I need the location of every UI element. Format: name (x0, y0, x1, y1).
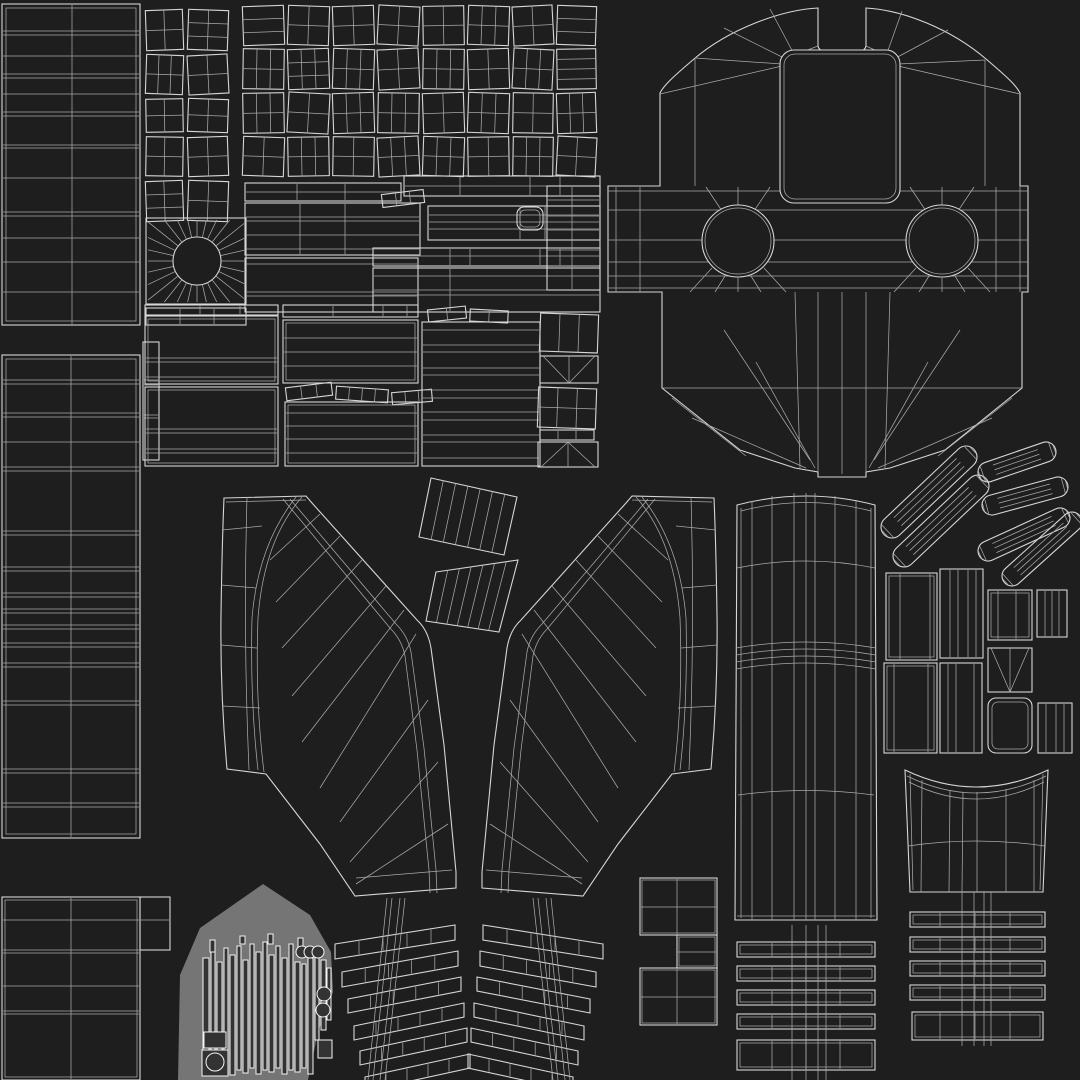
uv-vfan-piece (987, 647, 1033, 693)
uv-grid-strip-mid-left (1, 354, 141, 839)
uv-radial-cap (145, 217, 247, 305)
uv-part-rect (987, 589, 1033, 641)
uv-part-rect (883, 662, 938, 754)
uv-tilted-strip (469, 308, 509, 324)
uv-leg-right (481, 495, 718, 897)
uv-slat (909, 960, 1046, 977)
uv-cylinder (977, 507, 1071, 562)
uv-arch-piece (516, 206, 544, 231)
uv-part-rect (939, 568, 984, 659)
uv-slat (909, 984, 1046, 1001)
uv-curved-band (904, 769, 1049, 893)
uv-panel-block (144, 315, 279, 385)
uv-tilted-strip (380, 188, 426, 209)
uv-part-rect (885, 572, 938, 661)
uv-striped-parallelogram (425, 559, 519, 633)
uv-striped-block (244, 257, 419, 313)
uv-tilted-strip (426, 305, 468, 323)
uv-slat (909, 911, 1046, 928)
uv-grid-stem (676, 934, 718, 969)
uv-quad-quilt (241, 4, 598, 178)
uv-panel-block (284, 401, 419, 467)
uv-striped-block (421, 321, 541, 467)
uv-cylinder (880, 445, 978, 539)
uv-striped-block (427, 205, 601, 241)
uv-vfan-piece (539, 355, 599, 384)
uv-gray-blob-micro-parts (178, 884, 333, 1080)
uv-ribs-right (467, 897, 604, 1080)
uv-panel-block (282, 319, 419, 384)
uv-leg-left (220, 495, 457, 897)
uv-slat-thick (911, 1011, 1044, 1041)
uv-trapezoid-grid (538, 312, 600, 354)
uv-grid-2x2 (639, 967, 718, 1026)
uv-strip (144, 304, 279, 316)
uv-strip (244, 182, 402, 202)
uv-strip (539, 429, 595, 441)
uv-quad-cluster-left (144, 8, 230, 223)
uv-part-rect (1036, 589, 1068, 638)
uv-part-rect (939, 662, 983, 754)
uv-tilted-strip (284, 381, 334, 402)
uv-grid-strip-bottom-left (1, 896, 141, 1080)
uv-slat (909, 936, 1046, 953)
uv-band-lines (791, 925, 827, 1080)
uv-tall-panel (734, 493, 878, 921)
uv-grid-strip-top-left (1, 3, 141, 326)
uv-grid-piece (536, 386, 598, 430)
uv-vfan-piece (537, 441, 599, 468)
uv-sliver-strip (142, 341, 160, 461)
uv-ribs-left (334, 897, 471, 1080)
uv-stack (546, 185, 601, 291)
uv-cylinder (977, 441, 1057, 483)
uv-strip (282, 304, 419, 318)
uv-strip (372, 247, 601, 267)
uv-striped-parallelogram (418, 477, 518, 556)
uv-rounded-square (987, 697, 1033, 754)
uv-striped-block (244, 202, 421, 256)
uv-cylinder (892, 474, 990, 568)
uv-part-rect (1037, 702, 1073, 754)
uv-cylinder (981, 476, 1069, 516)
uv-cylinder (1001, 511, 1080, 587)
uv-grid-ext (139, 896, 171, 951)
uv-tilted-strip (335, 385, 389, 404)
uv-main-body (607, 7, 1029, 478)
uv-band-lines (961, 892, 992, 1046)
uv-grid-2x2 (639, 877, 718, 936)
uv-panel-block (144, 386, 279, 467)
